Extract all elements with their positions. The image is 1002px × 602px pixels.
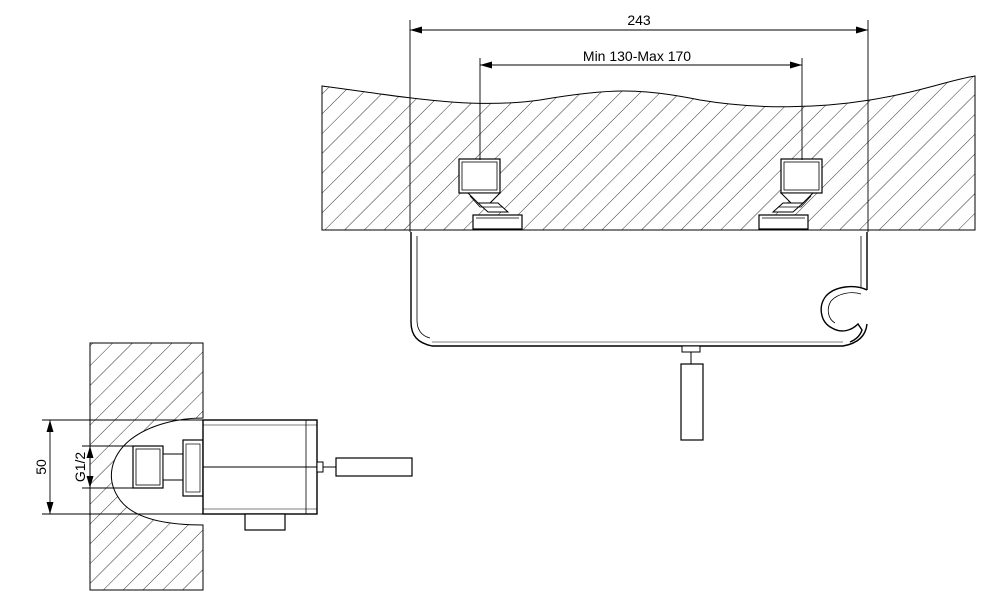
side-fitting — [132, 439, 204, 497]
dimension-center-distance: Min 130-Max 170 — [479, 48, 803, 160]
side-view: 50 G1/2 — [33, 342, 413, 591]
dimension-overall-width-label: 243 — [627, 12, 651, 28]
spout-top-view — [680, 345, 704, 441]
shower-holder-hook — [820, 285, 868, 343]
wall-section-side — [89, 342, 204, 591]
dimension-overall-width: 243 — [409, 12, 869, 232]
left-eccentric-fitting — [458, 158, 523, 230]
dimension-thread: G1/2 — [72, 445, 133, 489]
dimension-center-distance-label: Min 130-Max 170 — [583, 48, 691, 64]
dimension-body-height-label: 50 — [33, 459, 49, 475]
wall-section-top — [321, 75, 976, 231]
dimension-body-height: 50 — [33, 419, 203, 515]
right-eccentric-fitting — [758, 158, 823, 230]
dimension-thread-label: G1/2 — [72, 452, 88, 483]
mixer-body-side-view — [202, 419, 413, 531]
mixer-body-top-view — [410, 232, 868, 347]
top-view: 243 Min 130-Max 170 — [321, 12, 976, 441]
